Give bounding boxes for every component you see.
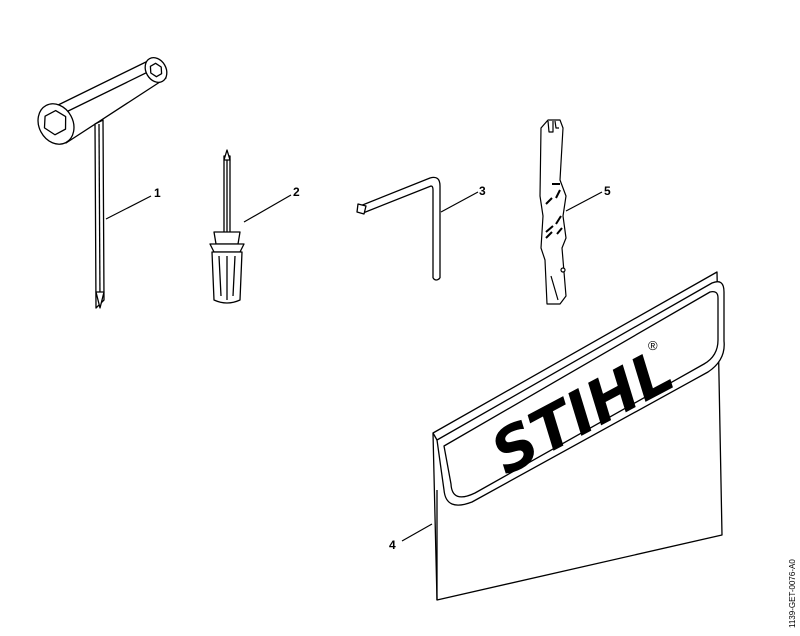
callout-3: 3 [479,184,486,198]
combination-wrench-icon [37,57,168,309]
leader-line-2 [243,194,292,223]
tool-pouch-icon [432,271,725,601]
document-id: 1139-GET-0076-A0 [788,559,797,628]
leader-line-3 [440,191,479,213]
callout-5: 5 [604,184,611,198]
hex-key-icon [356,176,441,281]
leader-line-4 [401,523,433,542]
leader-line-1 [105,195,152,220]
callout-4: 4 [389,538,396,552]
screwdriver-icon [209,149,245,304]
registered-mark: ® [648,338,658,353]
leader-line-5 [565,191,603,212]
file-holder-gauge-icon [539,119,567,305]
callout-1: 1 [154,186,161,200]
callout-2: 2 [293,185,300,199]
